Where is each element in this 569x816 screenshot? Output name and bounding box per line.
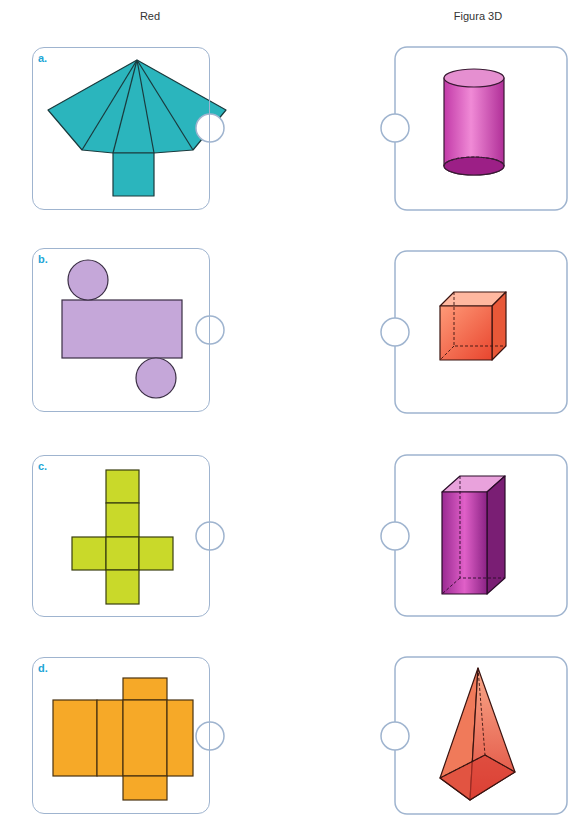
pyramid-net — [48, 60, 226, 196]
net-box: b. — [32, 248, 210, 412]
cube-figure — [440, 292, 506, 360]
cube-net — [72, 470, 173, 604]
item-letter: a. — [33, 49, 47, 65]
prism-net — [53, 678, 193, 800]
net-box: c. — [32, 455, 210, 617]
figure-box — [395, 47, 567, 814]
cylinder-figure — [444, 69, 504, 175]
item-letter: d. — [33, 659, 48, 675]
pyramid-figure — [440, 668, 515, 800]
column-header: Figura 3D — [454, 10, 502, 22]
column-header: Red — [140, 10, 160, 22]
answer-circle — [196, 114, 409, 750]
item-letter: b. — [33, 250, 48, 266]
cylinder-net — [62, 260, 182, 398]
item-letter: c. — [33, 457, 47, 473]
prism-figure — [442, 476, 505, 594]
net-box: d. — [32, 657, 210, 814]
net-box: a. — [32, 47, 210, 210]
